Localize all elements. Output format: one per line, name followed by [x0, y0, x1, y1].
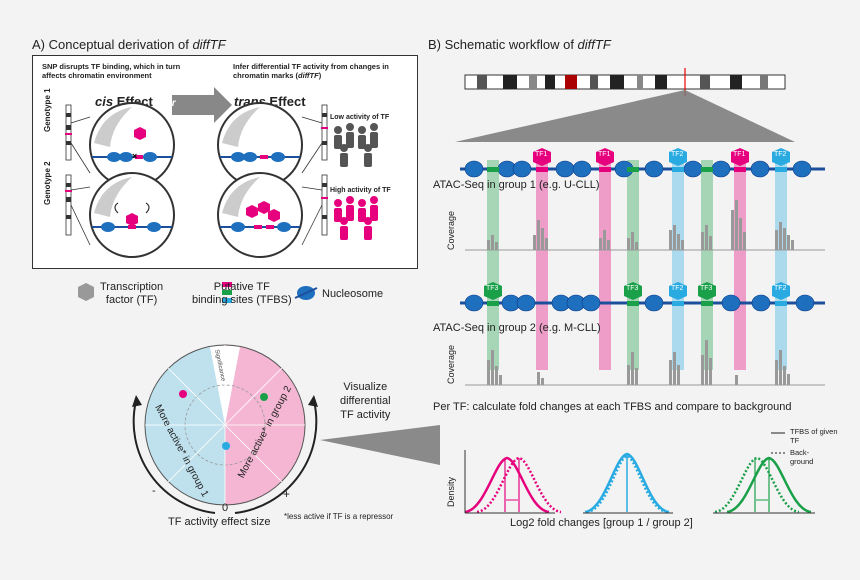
legend-tfbs-of-tf: TFBS of given TF [790, 427, 838, 445]
legend-nucleosome-label: Nucleosome [322, 288, 384, 300]
panel-c-illustration [132, 344, 440, 514]
zoom-triangle [455, 90, 795, 142]
genotype2-label: Genotype 2 [43, 161, 52, 205]
volcano-circle [144, 344, 306, 506]
low-activity-label: Low activity of TF [330, 114, 390, 121]
panel-a-left-header: SNP disrupts TF binding, which in turn a… [42, 62, 181, 80]
row2-tf-label: TF3 [700, 285, 713, 292]
zero-label: 0 [222, 502, 229, 514]
chromosome-ideogram [464, 68, 786, 96]
infer-label: infer [154, 98, 176, 109]
coverage-group1 [465, 200, 825, 251]
cis-genotype1-circle: × [89, 102, 175, 188]
high-activity-label: High activity of TF [330, 187, 391, 194]
low-activity-people-icon [334, 123, 378, 167]
row1-tf-label: TF2 [671, 151, 684, 158]
pink-dot [179, 390, 187, 398]
panel-a-illustration: × [65, 87, 378, 258]
dna-row-2 [460, 282, 825, 312]
genotype2-chromosome-right [321, 174, 328, 236]
group1-label: ATAC-Seq in group 1 (e.g. U-CLL) [433, 179, 600, 191]
genotype1-chromosome-right [321, 104, 328, 161]
panel-b-title: B) Schematic workflow of diffTF [428, 37, 611, 52]
infer-arrow-icon [172, 87, 232, 123]
row2-tf-label: TF2 [774, 285, 787, 292]
xaxis-label: Log2 fold changes [group 1 / group 2] [510, 517, 693, 529]
right-arc-arrow [234, 400, 318, 514]
tfbs-green-icon [222, 290, 232, 295]
minus-sign: - [152, 485, 156, 497]
genotype1-label: Genotype 1 [43, 88, 52, 132]
left-arc-arrow [132, 400, 216, 514]
effect-size-label: TF activity effect size [168, 516, 271, 528]
tfbs-pink-icon [222, 282, 232, 287]
density-plot-tf2 [584, 452, 670, 514]
tfbs-cyan-icon [222, 298, 232, 303]
group2-label: ATAC-Seq in group 2 (e.g. M-CLL) [433, 322, 601, 334]
panel-b-illustration [455, 68, 825, 514]
trans-high-circle [217, 172, 303, 258]
genotype2-chromosome [65, 174, 72, 236]
svg-text:×: × [132, 151, 137, 161]
visualize-cone [320, 425, 440, 465]
genotype1-chromosome [65, 104, 72, 161]
legend-icons [78, 282, 318, 303]
density-plot-tf3 [714, 456, 812, 514]
tfbs-highlight-bands [487, 160, 787, 370]
tf-hexagon-icon [78, 283, 94, 301]
footnote: *less active if TF is a repressor [284, 512, 394, 521]
cis-genotype2-circle [89, 172, 175, 258]
nucleosome-icon [294, 286, 318, 300]
dna-row-1 [460, 148, 825, 178]
density-plot-tf1 [464, 456, 562, 514]
row1-tf-label: TF1 [733, 151, 746, 158]
coverage-group2 [465, 340, 825, 386]
green-dot [260, 393, 268, 401]
panel-a-right-header: Infer differential TF activity from chan… [233, 62, 389, 80]
row2-tf-hexagons [484, 282, 790, 300]
row1-tf-hexagons [533, 148, 790, 166]
cyan-dot [222, 442, 230, 450]
plus-sign: + [283, 487, 291, 501]
row1-tf-label: TF2 [774, 151, 787, 158]
high-activity-people-icon [334, 196, 378, 240]
per-tf-text: Per TF: calculate fold changes at each T… [433, 401, 792, 413]
legend-background: Back-ground [790, 448, 814, 466]
row2-tf-label: TF3 [486, 285, 499, 292]
row1-tf-label: TF1 [598, 151, 611, 158]
panel-a-title: A) Conceptual derivation of diffTF [32, 37, 226, 52]
row2-tf-label: TF3 [626, 285, 639, 292]
row2-tf-label: TF2 [671, 285, 684, 292]
row1-tf-label: TF1 [535, 151, 548, 158]
coverage-label-1: Coverage [446, 210, 456, 250]
